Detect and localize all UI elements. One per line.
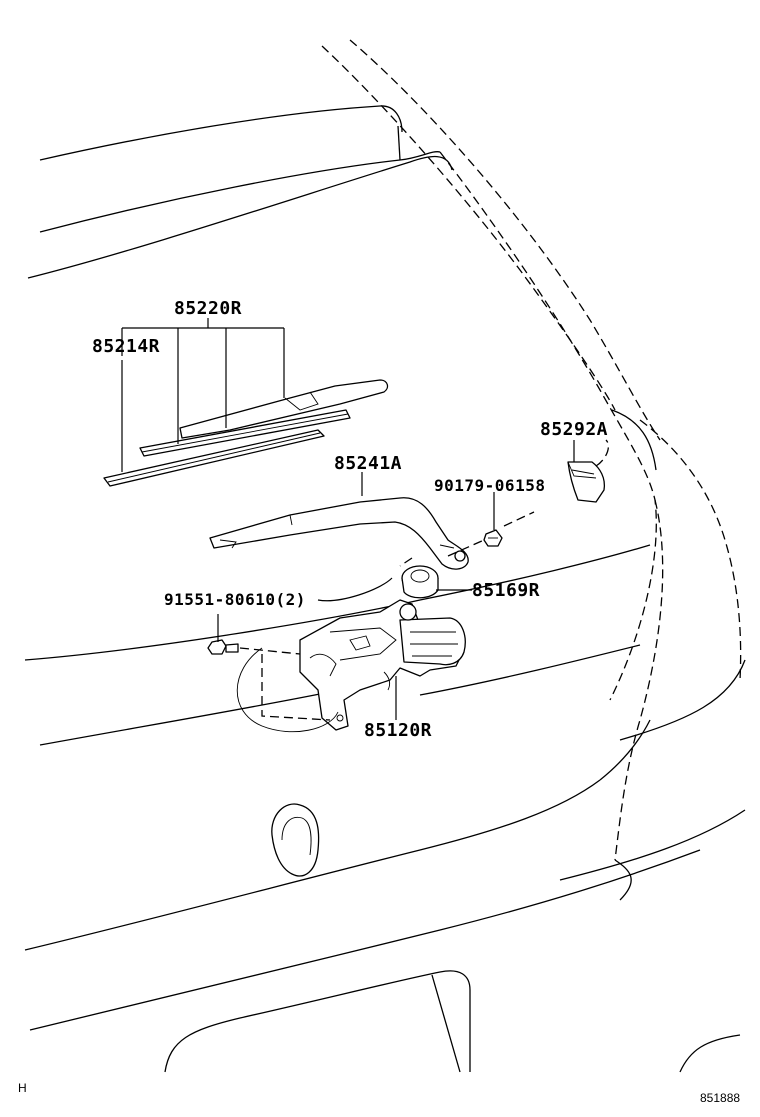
corner-letter: H [18,1081,27,1095]
leader-lines [121,318,575,720]
wiper-blade-assembly [103,379,389,487]
drawing-number: 851888 [700,1091,741,1105]
pivot-cap [401,565,439,599]
label-blade-assy: 85220R [174,298,243,319]
connector-hidden-line [261,654,331,721]
label-motor-bolts: 91551-80610(2) [164,590,306,609]
cover-leader-dash [595,439,610,467]
arm-cover [567,461,606,503]
wiper-motor [299,599,466,731]
motor-bolt [207,639,239,655]
cover-hidden-line [503,511,535,527]
bolt-hidden-line [239,647,301,655]
label-pivot-cap: 85169R [472,580,541,601]
cap-hidden-line [399,557,413,567]
label-wiper-arm: 85241A [334,453,403,474]
label-arm-nut: 90179-06158 [434,476,546,495]
back-door-outline [24,39,746,1073]
label-arm-cover: 85292A [540,419,609,440]
nut-hidden-line [447,539,485,557]
arm-nut [483,529,503,547]
connector-outline [236,647,339,733]
label-wiper-motor: 85120R [364,720,433,741]
wiper-arm [209,497,469,570]
label-blade-rubber: 85214R [92,336,161,357]
door-handle-recess [271,803,320,877]
